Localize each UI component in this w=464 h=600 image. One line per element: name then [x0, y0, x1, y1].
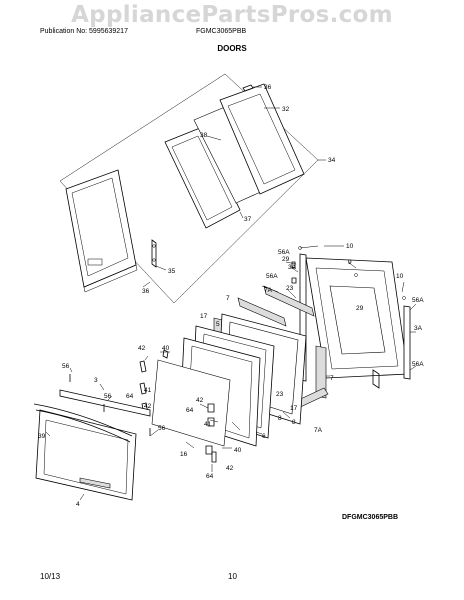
callout-8: 8 [278, 415, 282, 422]
callout-42d: 42 [226, 465, 234, 472]
callout-4: 4 [76, 501, 80, 508]
callout-9: 9 [348, 259, 352, 266]
inner-door-liner [291, 246, 411, 389]
callout-38: 38 [200, 132, 208, 139]
callout-10b: 10 [396, 273, 404, 280]
door-logo [79, 477, 111, 489]
callout-64: 64 [126, 393, 134, 400]
door-handle-39 [33, 403, 133, 437]
diagram-code: DFGMC3065PBB [342, 514, 399, 521]
callout-56: 56 [62, 363, 70, 370]
clip-36 [242, 84, 254, 92]
clip-42 [139, 360, 147, 373]
callout-3a: 3A [288, 264, 297, 271]
outer-door-bottom [83, 264, 138, 293]
publication-number: Publication No: 5995639217 [40, 28, 128, 35]
callout-64b: 64 [186, 407, 194, 414]
hinge-bracket [291, 261, 296, 269]
callout-29b: 29 [356, 305, 364, 312]
door-trim-3 [59, 389, 151, 417]
callout-7b: 7 [330, 375, 334, 382]
insulation-7 [237, 297, 287, 327]
callout-3a-2: 3A [414, 325, 423, 332]
callout-16: 16 [180, 451, 188, 458]
outer-door-4 [35, 409, 137, 501]
door-badge [87, 258, 103, 266]
callout-56a-4: 56A [412, 361, 424, 368]
callout-8b: 8 [292, 419, 296, 426]
callout-56b: 56 [104, 393, 112, 400]
callout-37: 37 [244, 216, 252, 223]
outer-door-4-face [43, 419, 129, 495]
callout-32: 32 [282, 106, 290, 113]
door-hinge-35 [151, 239, 157, 268]
callout-7: 7 [226, 295, 230, 302]
door-liner-inner [315, 267, 399, 370]
callout-42b: 42 [144, 403, 152, 410]
callout-56a: 56A [278, 249, 290, 256]
watermark: AppliancePartsPros.com [71, 2, 393, 28]
liner-window [329, 285, 386, 355]
door-frame-16 [139, 337, 261, 463]
door-glass-16 [151, 359, 231, 447]
hinge-bracket [291, 277, 297, 284]
callout-40b: 40 [234, 447, 242, 454]
callout-17b: 17 [290, 405, 298, 412]
inner-door-frame [164, 127, 241, 229]
callout-41b: 41 [204, 421, 212, 428]
callout-23b: 23 [276, 391, 284, 398]
clip-41 [139, 382, 147, 395]
callout-7a: 7A [264, 287, 273, 294]
hinge-bracket [372, 369, 380, 389]
section-title: DOORS [217, 44, 247, 53]
callout-7a-2: 7A [314, 427, 323, 434]
callout-10: 10 [346, 243, 354, 250]
outer-door-window [71, 177, 129, 277]
callout-36b: 36 [142, 288, 150, 295]
upper-door-assembly [59, 73, 319, 304]
screw-icon [402, 296, 406, 300]
insulation-7a [263, 285, 315, 317]
callout-labels: 36 32 38 34 37 35 36 56A 10 29 3A 9 56A … [38, 84, 424, 508]
callout-39: 39 [38, 433, 46, 440]
leader-lines [45, 86, 417, 501]
clip-40b [205, 445, 213, 455]
clip-64 [207, 403, 215, 413]
callout-5: 5 [216, 321, 220, 328]
footer-date: 10/13 [40, 572, 61, 581]
callout-6: 6 [262, 433, 266, 440]
callout-42c: 42 [196, 397, 204, 404]
callout-56a-3: 56A [412, 297, 424, 304]
clip-42c [211, 451, 217, 463]
hinge-screw [152, 244, 156, 248]
callout-56c: 56 [158, 425, 166, 432]
insulation-7-right [315, 345, 327, 399]
callout-41: 41 [144, 387, 152, 394]
callout-3: 3 [94, 377, 98, 384]
door-rail-3a-right [403, 305, 411, 380]
callout-42: 42 [138, 345, 146, 352]
hinge-screw [152, 258, 156, 262]
outer-front-door [33, 374, 151, 501]
screw-icon [354, 273, 358, 277]
model-number: FGMC3065PBB [196, 28, 247, 35]
callout-29: 29 [282, 256, 290, 263]
callout-17: 17 [200, 313, 208, 320]
callout-35: 35 [168, 268, 176, 275]
callout-64c: 64 [206, 473, 214, 480]
callout-34: 34 [328, 157, 336, 164]
callout-56a-2: 56A [266, 273, 278, 280]
frame-32-opening [227, 93, 296, 185]
page-number: 10 [228, 572, 237, 581]
callout-36: 36 [264, 84, 272, 91]
clip-64b [207, 417, 215, 427]
door-handle-39-lower [35, 409, 131, 443]
inner-frame-opening [171, 135, 233, 221]
clip-40 [162, 349, 169, 359]
callout-40: 40 [162, 345, 170, 352]
callout-23: 23 [286, 285, 294, 292]
